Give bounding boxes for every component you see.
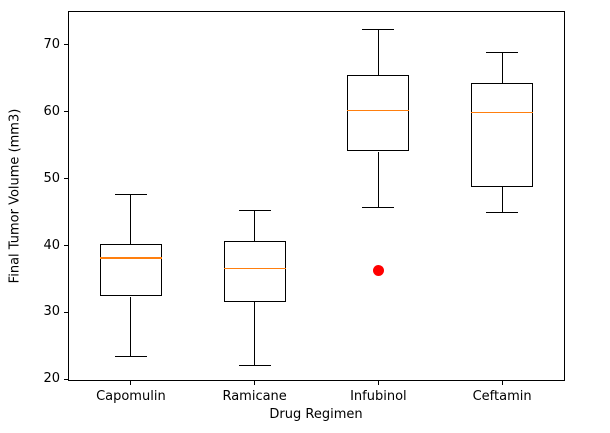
- y-tick-mark-70: [64, 44, 68, 46]
- y-tick-label-40: 40: [43, 237, 60, 253]
- x-tick-label-ramicane: Ramicane: [222, 389, 287, 404]
- median-line-ramicane: [223, 267, 286, 270]
- whisker-lower-ceftamin: [501, 187, 503, 213]
- whisker-cap-upper-infubinol: [362, 29, 395, 31]
- y-tick-mark-60: [64, 111, 68, 113]
- x-tick-mark-ramicane: [254, 381, 256, 385]
- plot-area: [68, 11, 565, 381]
- whisker-cap-lower-ramicane: [238, 365, 271, 367]
- x-axis-label: Drug Regimen: [269, 407, 363, 422]
- y-tick-label-30: 30: [43, 304, 60, 320]
- whisker-upper-infubinol: [377, 29, 379, 75]
- box-infubinol: [347, 74, 410, 152]
- whisker-upper-capomulin: [130, 194, 132, 245]
- whisker-lower-ramicane: [254, 301, 256, 366]
- y-tick-label-70: 70: [43, 36, 60, 52]
- y-tick-mark-50: [64, 178, 68, 180]
- x-tick-label-ceftamin: Ceftamin: [472, 389, 532, 404]
- y-tick-label-20: 20: [43, 371, 60, 387]
- whisker-upper-ramicane: [254, 210, 256, 242]
- box-ramicane: [223, 241, 286, 302]
- whisker-lower-capomulin: [130, 296, 132, 357]
- x-tick-mark-capomulin: [130, 381, 132, 385]
- x-tick-label-capomulin: Capomulin: [96, 389, 166, 404]
- whisker-cap-lower-ceftamin: [486, 211, 519, 213]
- box-ceftamin: [471, 82, 534, 188]
- whisker-cap-upper-capomulin: [114, 193, 147, 195]
- x-tick-label-infubinol: Infubinol: [350, 389, 407, 404]
- median-line-infubinol: [347, 109, 410, 112]
- y-axis-label: Final Tumor Volume (mm3): [7, 108, 23, 284]
- y-tick-mark-40: [64, 245, 68, 246]
- y-tick-mark-30: [64, 311, 68, 313]
- median-line-capomulin: [99, 257, 162, 259]
- box-capomulin: [99, 244, 162, 297]
- median-line-ceftamin: [471, 111, 534, 114]
- whisker-cap-lower-infubinol: [362, 206, 395, 208]
- whisker-cap-lower-capomulin: [114, 356, 147, 358]
- whisker-cap-upper-ramicane: [238, 210, 271, 212]
- whisker-lower-infubinol: [377, 151, 379, 208]
- outlier-point-infubinol-0: [372, 264, 384, 276]
- y-tick-label-50: 50: [43, 170, 60, 186]
- whisker-cap-upper-ceftamin: [486, 51, 519, 53]
- y-tick-mark-20: [64, 378, 68, 380]
- y-tick-label-60: 60: [43, 103, 60, 119]
- whisker-upper-ceftamin: [501, 52, 503, 83]
- x-tick-mark-infubinol: [377, 381, 379, 385]
- x-tick-mark-ceftamin: [501, 381, 503, 385]
